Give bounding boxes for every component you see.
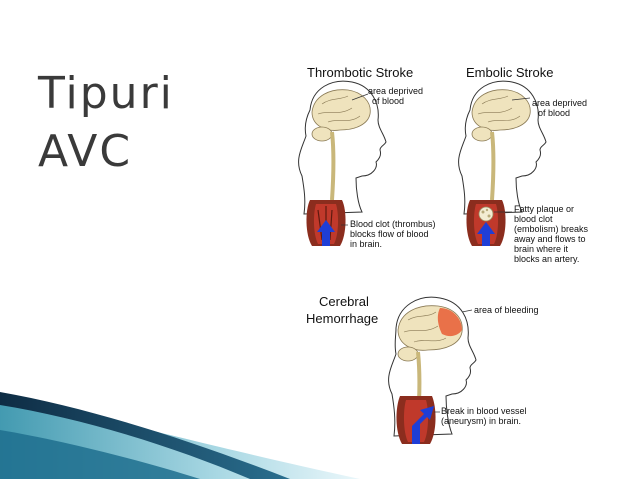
embolic-area-label-line-1: area deprived [532, 98, 588, 108]
slide-title-line-2: AVC [38, 126, 133, 177]
embolic-clot-label-line-3: (embolism) breaks [514, 224, 589, 234]
thrombotic-clot-label-line-3: in brain. [350, 239, 383, 249]
hemorrhage-area-label: area of bleeding [474, 305, 539, 315]
embolus [478, 206, 494, 222]
embolic-title: Embolic Stroke [466, 65, 554, 80]
thrombotic-flow-arrow [317, 220, 335, 246]
thrombotic-clot-label-line-1: Blood clot (thrombus) [350, 219, 436, 229]
embolic-clot-label-line-2: blood clot [514, 214, 553, 224]
embolic-clot-label-line-1: Fatty plaque or [514, 204, 575, 214]
embolic-clot-label-line-4: away and flows to [514, 234, 586, 244]
embolic-clot-label-line-6: blocks an artery. [514, 254, 580, 264]
hemorrhage-break-label-line-1: Break in blood vessel [441, 406, 527, 416]
hemorrhage-break-label-line-2: (aneurysm) in brain. [441, 416, 522, 426]
bleeding-area [437, 308, 462, 337]
embolic-flow-arrow [477, 222, 495, 246]
hemorrhage-flow-arrow [412, 406, 434, 444]
thrombotic-title: Thrombotic Stroke [307, 65, 414, 80]
hemorrhage-title-line-1: Cerebral [319, 294, 369, 309]
hemorrhage-title-line-2: Hemorrhage [306, 311, 379, 326]
slide-title-line-1: Tipuri [38, 68, 174, 119]
thrombotic-clot-label-line-2: blocks flow of blood [350, 229, 429, 239]
thrombotic-area-label-line-1: area deprived [368, 86, 424, 96]
embolic-area-label-line-2: of blood [538, 108, 571, 118]
embolic-clot-label-line-5: brain where it [514, 244, 569, 254]
thrombotic-area-label-line-2: of blood [372, 96, 405, 106]
